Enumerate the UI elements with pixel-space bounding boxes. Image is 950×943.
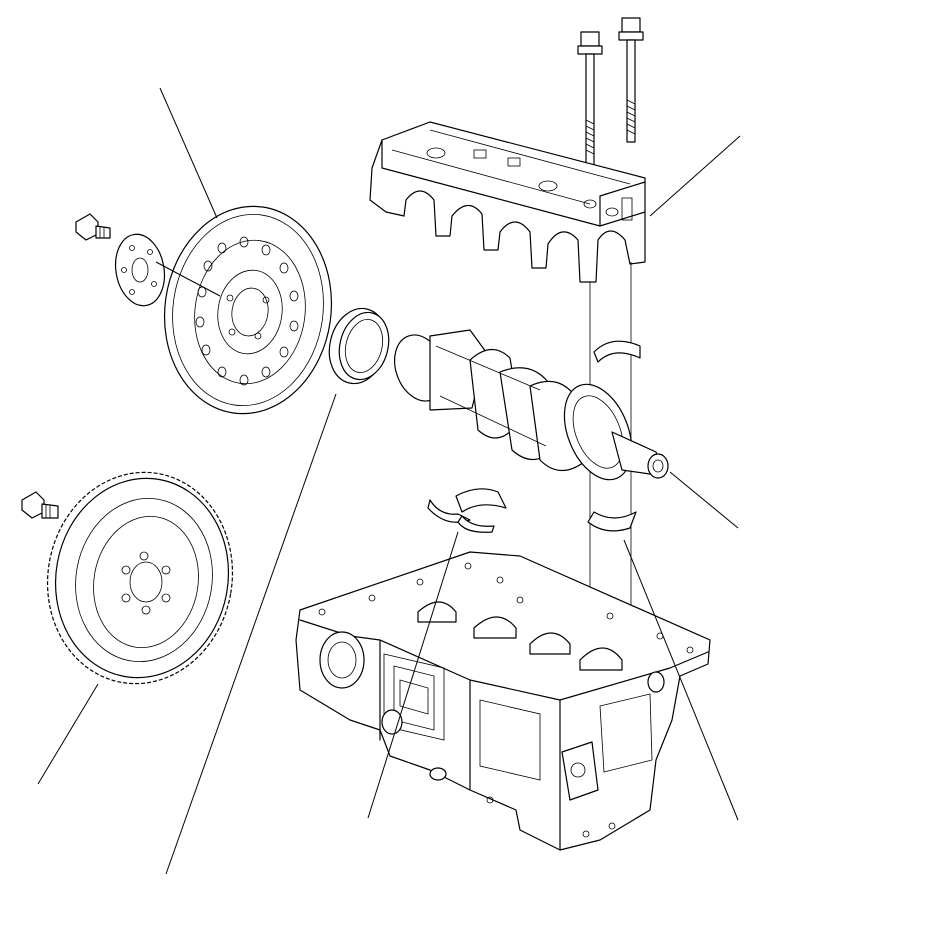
- engine-block-icon: [295, 551, 711, 851]
- callout-leader: [37, 683, 99, 785]
- callout-leader: [159, 87, 218, 219]
- bolt-icon: [75, 213, 111, 241]
- bolt-icon: [21, 491, 59, 519]
- callout-leader: [367, 531, 459, 819]
- oil-seal-icon: [328, 307, 390, 385]
- drive-plate-icon: [163, 205, 333, 415]
- callout-leader: [649, 135, 741, 217]
- washer-plate-icon: [114, 233, 166, 307]
- bearing-cap-bridge-icon: [369, 121, 646, 283]
- bolt-icon: [618, 17, 644, 143]
- bearing-shell-icon: [587, 511, 637, 532]
- bearing-shell-icon: [427, 340, 641, 533]
- flywheel-icon: [46, 471, 234, 685]
- callout-leader: [165, 393, 337, 875]
- callout-leader: [623, 539, 739, 821]
- callout-leaders: [37, 87, 741, 875]
- callout-leader: [155, 261, 221, 297]
- crankshaft-icon: [394, 329, 669, 481]
- callout-leader: [669, 471, 739, 529]
